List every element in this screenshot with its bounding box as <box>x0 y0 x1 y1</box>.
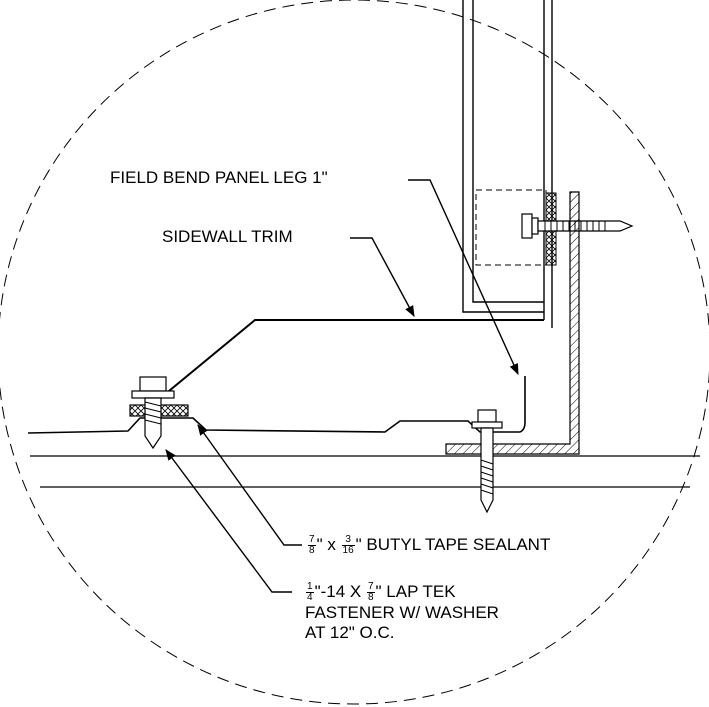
roof-panel <box>27 417 520 434</box>
lap-fastener <box>129 376 189 450</box>
angle-clip <box>445 191 580 455</box>
label-fastener-line2: FASTENER W/ WASHER <box>305 603 499 623</box>
field-bend-leg <box>519 376 526 433</box>
label-sidewall-trim: SIDEWALL TRIM <box>162 227 293 246</box>
trim-screw <box>471 409 503 514</box>
label-field-bend: FIELD BEND PANEL LEG 1" <box>110 168 328 187</box>
sidewall-trim <box>151 319 544 406</box>
leader-lines <box>165 179 519 593</box>
wall-screw <box>521 213 634 239</box>
purlin-hidden <box>475 189 547 266</box>
label-fastener-line3: AT 12" O.C. <box>305 623 395 643</box>
column <box>462 0 553 328</box>
substrate-lines <box>30 455 700 488</box>
